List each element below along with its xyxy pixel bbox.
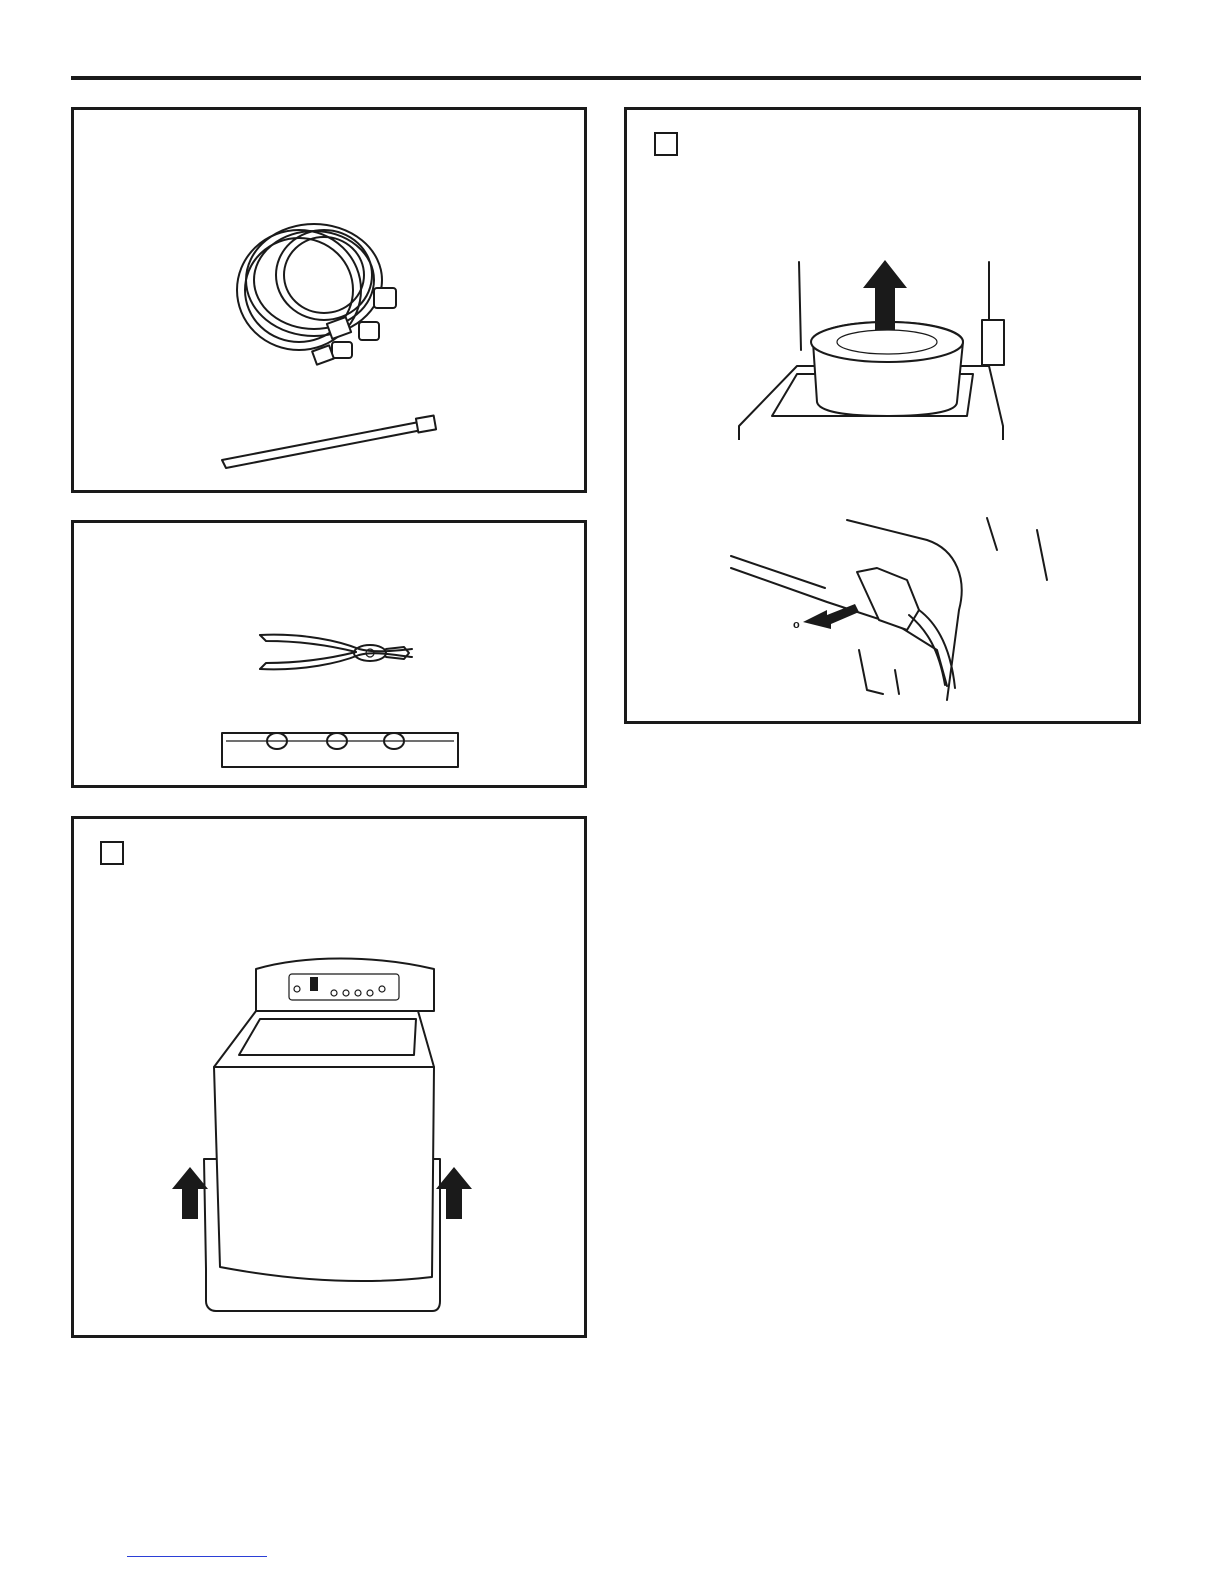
washer-illustration	[74, 819, 584, 1335]
pliers	[260, 635, 412, 670]
panel-lift-washer	[71, 816, 587, 1338]
cable-tie	[222, 416, 436, 468]
tub-and-hose-illustration: o	[627, 110, 1138, 721]
top-rule	[71, 76, 1141, 80]
washer-on-base	[214, 959, 434, 1282]
hoses-illustration	[74, 110, 584, 490]
up-arrow-left	[172, 1167, 208, 1219]
panel-tools	[71, 520, 587, 788]
tub-lift	[739, 260, 1004, 440]
drain-hose-removal: o	[731, 518, 1047, 700]
tools-illustration	[74, 523, 584, 785]
up-arrow-right	[436, 1167, 472, 1219]
drain-hose-label: o	[793, 619, 800, 631]
footer-link-underline[interactable]	[127, 1556, 267, 1557]
panel-hoses-and-tie	[71, 107, 587, 493]
base-bracket	[222, 733, 458, 767]
water-hoses	[237, 224, 396, 365]
panel-remove-tub-and-hose: o	[624, 107, 1141, 724]
